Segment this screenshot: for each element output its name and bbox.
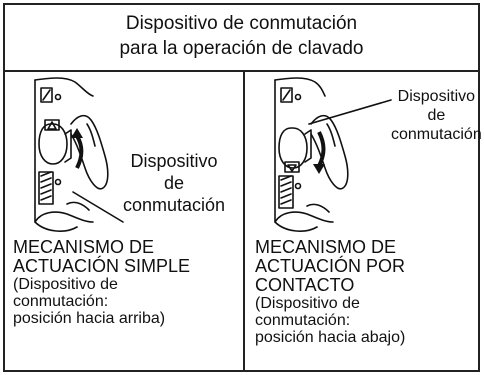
caption-sub-line: conmutación: xyxy=(13,293,109,310)
switch-callout-label: Dispositivo de conmutación xyxy=(123,150,225,216)
single-actuation-caption: MECANISMO DE ACTUACIÓN SIMPLE (Dispositi… xyxy=(13,237,191,328)
switch-callout-label: Dispositivo de conmutación xyxy=(391,87,482,144)
callout-line: conmutación xyxy=(391,126,482,143)
caption-sub-line: conmutación: xyxy=(255,312,351,329)
caption-sub-line: (Dispositivo de xyxy=(255,295,360,312)
left-column: Dispositivo de conmutación MECANISMO DE … xyxy=(5,72,245,372)
caption-title-line: MECANISMO DE xyxy=(255,237,397,257)
header-line-1: Dispositivo de conmutación xyxy=(125,13,358,34)
callout-line: de xyxy=(427,107,446,124)
caption-sub-line: posición hacia arriba) xyxy=(13,310,166,327)
callout-line: conmutación xyxy=(123,195,226,215)
table-header: Dispositivo de conmutación para la opera… xyxy=(5,5,478,72)
right-column: Dispositivo de conmutación MECANISMO DE … xyxy=(245,72,482,372)
nailer-switch-down-illustration xyxy=(274,77,392,232)
header-line-2: para la operación de clavado xyxy=(119,38,364,59)
caption-sub-line: (Dispositivo de xyxy=(13,276,118,293)
nailer-switch-up-illustration xyxy=(34,77,124,232)
caption-sub-line: posición hacia abajo) xyxy=(255,329,406,346)
caption-title-line: ACTUACIÓN POR xyxy=(255,256,406,276)
callout-line: de xyxy=(164,173,185,193)
callout-line: Dispositivo xyxy=(130,151,218,171)
contact-actuation-caption: MECANISMO DE ACTUACIÓN POR CONTACTO (Dis… xyxy=(255,237,406,347)
callout-line: Dispositivo xyxy=(397,88,476,105)
instruction-table: Dispositivo de conmutación para la opera… xyxy=(3,3,482,372)
caption-title-line: MECANISMO DE xyxy=(13,237,155,257)
caption-title-line: ACTUACIÓN SIMPLE xyxy=(13,256,191,276)
caption-title-line: CONTACTO xyxy=(255,275,355,295)
